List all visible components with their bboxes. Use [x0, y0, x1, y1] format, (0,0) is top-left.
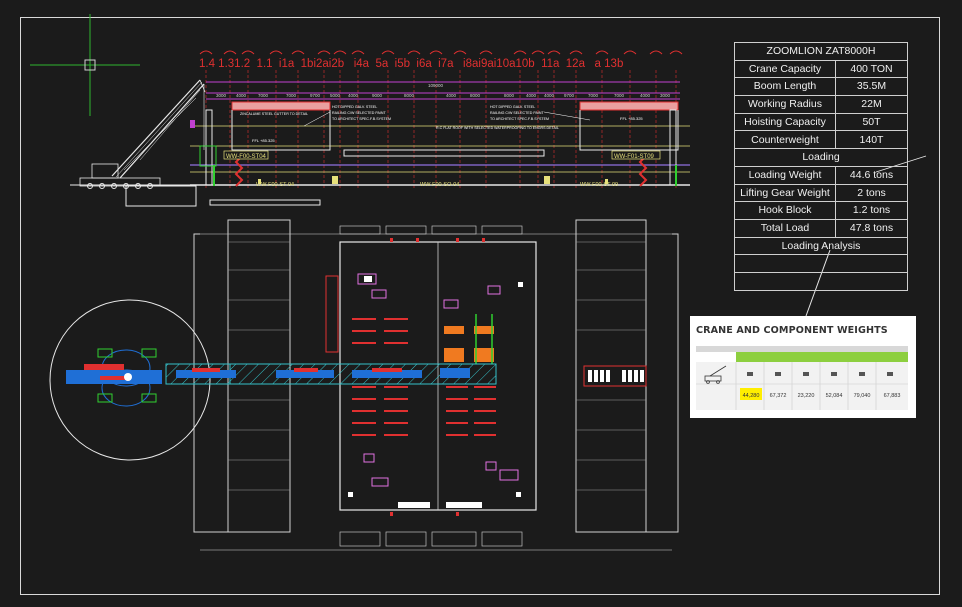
lifting-gear-value: 2 tons: [835, 183, 908, 203]
working-radius-label: Working Radius: [734, 95, 836, 114]
callout-flat-roof: R.C FLAT ROOF WITH SELECTED WATERPROOFIN…: [436, 126, 559, 130]
total-load-value: 47.8 tons: [835, 218, 908, 238]
weight-value-3: 23,220: [798, 393, 815, 399]
working-radius-value: 22M: [835, 95, 908, 114]
svg-text:9700: 9700: [310, 93, 321, 98]
svg-text:7000: 7000: [588, 93, 599, 98]
weight-value-6: 67,883: [884, 393, 901, 399]
analysis-heading: Loading Analysis: [734, 236, 908, 256]
boom-length-label: Boom Length: [734, 77, 836, 97]
weight-value-5: 79,040: [854, 393, 871, 399]
svg-text:9000: 9000: [372, 93, 383, 98]
stair-tag-left: WW-F00-ST04: [226, 154, 267, 160]
counterweight-value: 140T: [835, 130, 908, 150]
weight-value-1: 44,280: [743, 393, 760, 399]
crane-thumbnail-icon: [704, 365, 727, 384]
hoisting-capacity-label: Hoisting Capacity: [734, 112, 836, 132]
svg-text:8000: 8000: [404, 93, 415, 98]
callout-hot-dipped-1: HOT DIPPED GALV. STEEL: [332, 105, 377, 109]
empty-row-1: [734, 254, 908, 273]
callout-gutter: ZINCALUME STEEL GUTTER TO DETAIL: [240, 112, 308, 116]
crane-capacity-value: 400 TON: [835, 59, 908, 79]
total-load-label: Total Load: [734, 218, 836, 238]
svg-text:7000: 7000: [614, 93, 625, 98]
hook-block-value: 1.2 tons: [835, 201, 908, 220]
ground-tag-mid: WW-F00-SO-04: [420, 182, 459, 188]
drawing-frame: [20, 17, 940, 595]
ucs-crosshair-icon: [30, 14, 140, 116]
weights-table: 44,280 67,372 23,220 52,084 79,040 67,88…: [696, 346, 908, 410]
lifting-gear-label: Lifting Gear Weight: [734, 183, 836, 203]
hook-block-label: Hook Block: [734, 201, 836, 220]
crane-capacity-label: Crane Capacity: [734, 59, 836, 79]
svg-text:7000: 7000: [258, 93, 269, 98]
svg-text:4000: 4000: [640, 93, 651, 98]
crane-plan-view: [49, 299, 497, 461]
plan-view: [193, 219, 679, 551]
svg-text:3000: 3000: [660, 93, 671, 98]
level-left: FFL +85.325: [252, 138, 275, 143]
counterweight-label: Counterweight: [734, 130, 836, 150]
stair-tag-right: WW-F01-ST09: [614, 154, 655, 160]
svg-text:5000: 5000: [330, 93, 341, 98]
callout-railing-1: RAILING C/W SELECTED PAINT: [332, 111, 386, 115]
svg-text:4000: 4000: [526, 93, 537, 98]
level-right: FFL +85.325: [620, 116, 643, 121]
ground-tag-left: WW-F00-ST-04: [256, 182, 294, 188]
callout-contractor-1: TO ARCHITECT SPEC.F.B.SYSTEM: [332, 117, 391, 121]
weight-value-4: 52,084: [826, 393, 843, 399]
callout-railing-2: RAILING C/W SELECTED PAINT: [490, 111, 544, 115]
svg-text:4000: 4000: [348, 93, 359, 98]
svg-text:9700: 9700: [564, 93, 575, 98]
elevation-view: 1.4 1.31.2 1.1 i1a 1bi2ai2b i4a 5a i5b i…: [70, 50, 690, 207]
component-weights-card: CRANE AND COMPONENT WEIGHTS 44,280 67,37…: [690, 316, 916, 418]
boom-length-value: 35.5M: [835, 77, 908, 97]
svg-text:8000: 8000: [470, 93, 481, 98]
weights-card-title: CRANE AND COMPONENT WEIGHTS: [696, 325, 888, 336]
gridline-labels: 1.4 1.31.2 1.1 i1a 1bi2ai2b i4a 5a i5b i…: [199, 58, 623, 70]
loading-weight-label: Loading Weight: [734, 165, 836, 185]
callout-hot-dipped-2: HOT DIPPED GALV. STEEL: [490, 105, 535, 109]
empty-row-2: [734, 271, 908, 291]
loading-heading: Loading: [734, 148, 908, 167]
svg-text:4000: 4000: [446, 93, 457, 98]
svg-text:8000: 8000: [504, 93, 515, 98]
svg-text:109000: 109000: [428, 83, 444, 88]
hoisting-capacity-value: 50T: [835, 112, 908, 132]
loading-weight-value: 44.6 tons: [835, 165, 908, 185]
svg-text:3000: 3000: [216, 93, 227, 98]
svg-text:7000: 7000: [286, 93, 297, 98]
svg-text:4000: 4000: [236, 93, 247, 98]
ground-tag-right: WW-F00-ST-09: [580, 182, 618, 188]
callout-contractor-2: TO ARCHITECT SPEC.F.B.SYSTEM: [490, 117, 549, 121]
svg-text:4000: 4000: [544, 93, 555, 98]
crane-elevation-icon: [79, 79, 206, 189]
weight-value-2: 67,372: [770, 393, 787, 399]
spec-title: ZOOMLION ZAT8000H: [734, 42, 908, 61]
